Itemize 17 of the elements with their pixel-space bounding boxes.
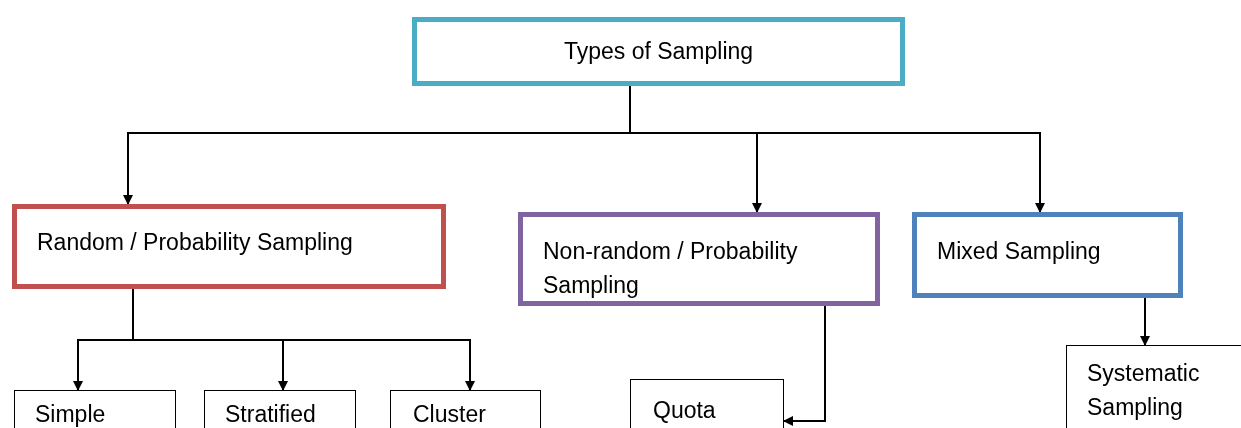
box-label: Quota bbox=[653, 396, 717, 425]
box-label: Stratified bbox=[225, 400, 317, 428]
box-label: Cluster bbox=[413, 400, 487, 428]
box-label: Types of Sampling bbox=[563, 37, 754, 67]
arrow bbox=[783, 305, 826, 426]
category-box bbox=[1066, 345, 1241, 428]
category-box bbox=[412, 17, 905, 86]
arrow bbox=[1140, 297, 1150, 346]
box-label: Random / Probability Sampling bbox=[37, 228, 354, 257]
category-box bbox=[518, 212, 880, 306]
category-box bbox=[912, 212, 1183, 298]
box-label: Mixed Sampling bbox=[937, 237, 1102, 266]
box-label: Simple bbox=[35, 400, 107, 428]
box-label: Non-random / Probability Sampling bbox=[543, 237, 799, 300]
box-label: Systematic Sampling bbox=[1087, 359, 1201, 422]
category-box bbox=[630, 379, 784, 428]
category-box bbox=[12, 204, 446, 289]
